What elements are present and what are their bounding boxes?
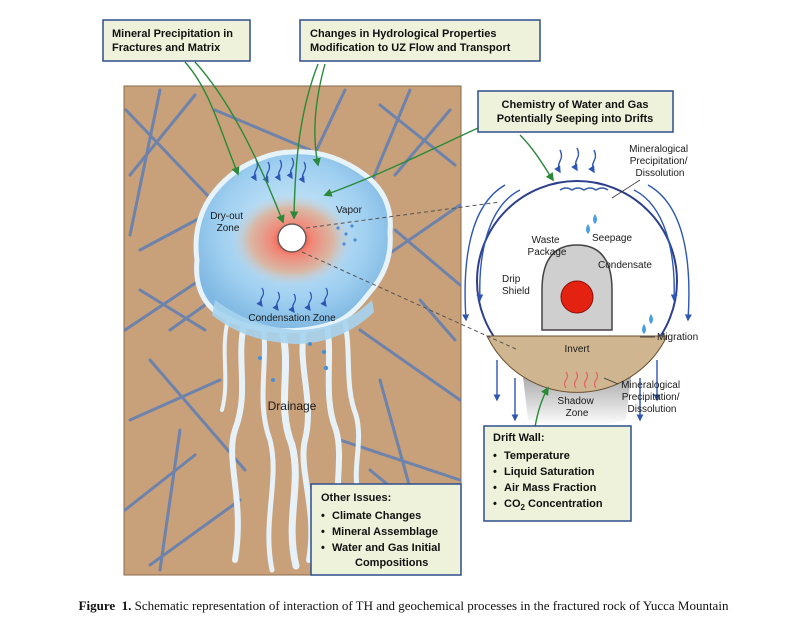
- min-precip-bottom-label: Mineralogical Precipitation/ Dissolution: [621, 380, 683, 415]
- drift-wall-item: •Air Mass Fraction: [493, 482, 597, 494]
- figure-label: Figure 1.: [78, 598, 132, 613]
- shadow-zone-label: Shadow Zone: [558, 396, 597, 419]
- other-issue-item: •Water and Gas Initial: [321, 542, 440, 554]
- condensation-band: [212, 300, 374, 344]
- other-issue-item: Compositions: [355, 557, 428, 569]
- svg-text:Drift Wall:: Drift Wall:: [493, 432, 545, 444]
- vapor-flow-arrows: [250, 157, 329, 314]
- waste-package-label: Waste Package: [528, 235, 567, 258]
- invert: [486, 335, 668, 393]
- min-precip-top-label: Mineralogical Precipitation/ Dissolution: [629, 144, 691, 179]
- drift-flow-arrows: [462, 147, 692, 422]
- svg-text:Changes in Hydrological Proper: Changes in Hydrological PropertiesModifi…: [310, 28, 511, 54]
- vapor-label: Vapor: [336, 205, 363, 216]
- svg-text:Other Issues:: Other Issues:: [321, 492, 391, 504]
- drift-wall-item: •Temperature: [493, 450, 570, 462]
- water-droplets: [258, 224, 357, 382]
- condensation-label: Condensation Zone: [248, 313, 336, 324]
- projection-lines: [301, 201, 519, 351]
- drift-section: [476, 180, 678, 426]
- figure-caption: Figure 1. Schematic representation of in…: [0, 598, 807, 614]
- connector-arrows: [184, 61, 554, 428]
- seepage-label: Seepage: [592, 233, 632, 244]
- drip-shield-label: Drip Shield: [502, 274, 530, 297]
- other-issue-item: •Mineral Assemblage: [321, 526, 438, 538]
- other-issue-item: •Climate Changes: [321, 510, 421, 522]
- drainage-label: Drainage: [268, 399, 317, 413]
- waste-package: [560, 280, 594, 314]
- migration-label: Migration: [657, 332, 698, 343]
- drift-wall-item: •Liquid Saturation: [493, 466, 595, 478]
- box-drift-wall: Drift Wall: •Temperature •Liquid Saturat…: [483, 425, 632, 522]
- box-other-issues: Other Issues: •Climate Changes •Mineral …: [310, 483, 462, 576]
- invert-label: Invert: [564, 344, 589, 355]
- dryout-label: Dry-out Zone: [210, 211, 246, 234]
- drift-wall-item: •CO2 Concentration: [493, 498, 603, 512]
- heat-source: [277, 223, 307, 253]
- shadow-zone-arrows: [563, 371, 599, 389]
- condensate-label: Condensate: [598, 260, 652, 271]
- caption-text: Schematic representation of interaction …: [134, 598, 729, 613]
